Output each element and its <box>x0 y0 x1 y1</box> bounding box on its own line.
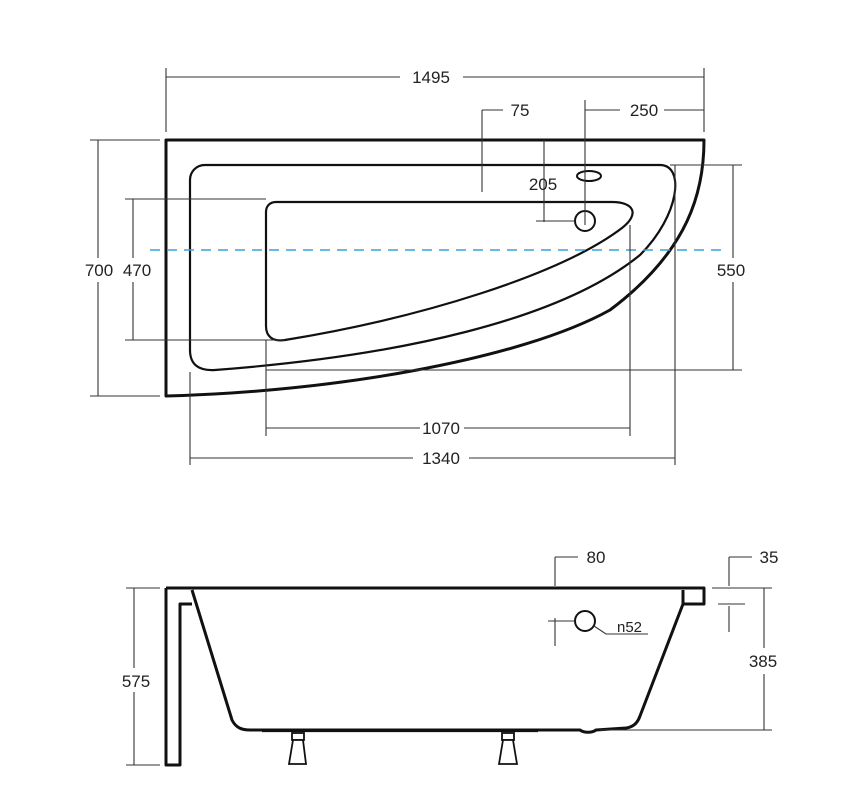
dim-drain-offset: 250 <box>584 100 704 225</box>
dim-inner-height: 385 <box>600 587 777 731</box>
dim-inner-width: 470 <box>123 198 285 341</box>
dim-overflow-offset: 75 <box>481 101 545 222</box>
label-right-height: 550 <box>717 261 745 280</box>
dim-right-height: 550 <box>266 164 745 371</box>
dim-overall-width: 700 <box>85 139 160 397</box>
dim-rim-thickness: 35 <box>718 548 778 632</box>
label-inner-height: 385 <box>749 652 777 671</box>
label-overall-width: 700 <box>85 261 113 280</box>
dim-drain-depth: 205 <box>529 175 575 222</box>
side-view-leg-left <box>287 732 308 765</box>
top-view-outer-rim <box>164 138 706 398</box>
top-view: 1495 75 250 205 700 <box>85 68 745 468</box>
dim-rim-width: 80 <box>554 548 606 586</box>
top-view-overflow-hole <box>576 170 602 182</box>
label-overflow-offset: 75 <box>511 101 530 120</box>
label-overflow-diameter: n52 <box>617 619 642 636</box>
top-view-basin-floor <box>264 200 634 342</box>
dim-bottom-length: 1070 <box>265 225 631 438</box>
label-rim-thickness: 35 <box>760 548 779 567</box>
label-total-height: 575 <box>122 672 150 691</box>
side-view-rim <box>166 586 706 606</box>
dim-inner-length: 1340 <box>189 165 676 468</box>
label-inner-width: 470 <box>123 261 151 280</box>
label-drain-depth: 205 <box>529 175 557 194</box>
label-rim-width: 80 <box>587 548 606 567</box>
side-view-tub-body <box>190 589 685 734</box>
dim-overall-length: 1495 <box>165 68 705 132</box>
label-bottom-length: 1070 <box>422 419 460 438</box>
side-view-apron-panel <box>164 588 192 767</box>
label-inner-length: 1340 <box>422 449 460 468</box>
side-view-overflow-hole <box>574 610 596 632</box>
top-view-inner-basin <box>188 163 677 372</box>
side-view: n52 80 35 575 385 <box>122 548 778 767</box>
label-overall-length: 1495 <box>412 68 450 87</box>
label-drain-offset: 250 <box>630 101 658 120</box>
dim-total-height: 575 <box>122 587 160 766</box>
side-view-leg-right <box>497 732 519 765</box>
